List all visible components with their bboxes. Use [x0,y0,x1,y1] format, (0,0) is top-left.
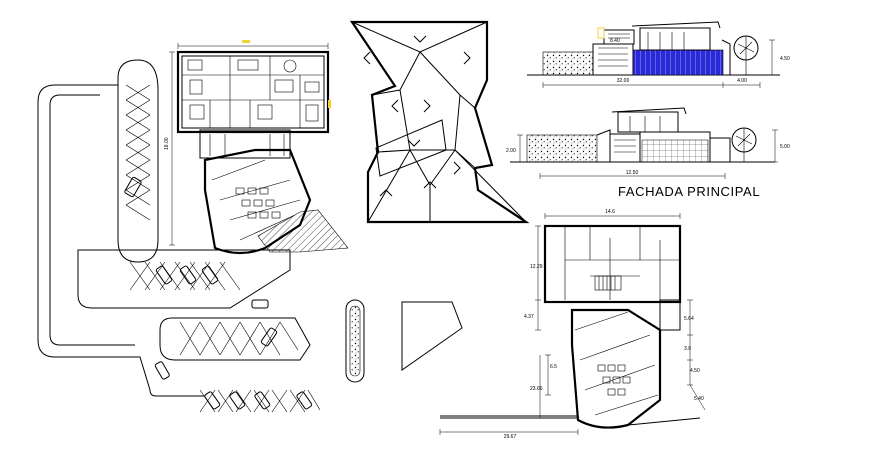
car-icon [251,299,269,309]
roof-plan [349,20,530,224]
yellow-marker [242,40,250,43]
pentagon-outline [401,301,463,371]
stair [594,275,622,291]
dim-plan-left-c: 6.5 [550,364,557,370]
teller-desks [235,187,281,219]
elevation-top: 32.00 4.00 4.50 8.40 [527,21,790,88]
access-road-inner [49,94,135,346]
parking-strip-north [117,59,159,263]
car-icon [229,391,246,410]
car-icon [124,176,142,198]
dim-plan-right-c: 4.50 [690,368,700,374]
car-icon [179,265,197,285]
dim-elev1-width: 32.00 [617,78,630,84]
stone-wall [542,51,594,76]
access-road-outer [37,78,205,397]
car-icon [201,265,219,285]
parking-lot-west [77,249,291,309]
dim-elev1-side: 4.00 [737,78,747,84]
entrance-plaza [257,209,349,253]
dim-plan-left-a: 12.29 [530,264,543,270]
elevation-title: FACHADA PRINCIPAL [618,184,760,199]
car-icon [155,265,173,285]
glazed-facade [632,49,724,76]
parking-stalls-west [129,261,241,291]
dim-elev2-height: 5.00 [780,144,790,150]
parking-lot-south [159,317,311,361]
banking-hall [203,148,312,255]
lobby [199,129,291,159]
dim-plan-right-b: 3.9 [684,346,691,352]
office-wing [543,224,682,304]
car-icon [254,391,271,410]
dim-elev2-width: 12.50 [626,170,639,176]
roof-outline [349,20,530,224]
detail-floor-plan: 14.6 12.29 4.37 6.5 23.66 29.67 5.64 3.9 [439,209,706,440]
parking-row-lower [154,361,321,413]
furniture [187,59,320,122]
yellow-marker [328,100,331,108]
slope-arrows [363,35,471,197]
elevation-main: 12.50 2.00 5.00 FACHADA PRINCIPAL [506,107,790,199]
parking-stalls-north [124,84,151,221]
stone-wall [526,134,598,163]
dim-plan-top: 14.6 [605,209,615,215]
car-icon [154,361,170,380]
dim-site-height: 18.00 [164,137,170,150]
upper-volume [617,111,679,133]
teller-desks [597,364,631,396]
banking-hall [570,308,662,429]
dim-plan-left-d: 23.66 [530,386,543,392]
roof-ridge-box [375,119,447,177]
building-floor-plan: 18.00 [164,40,349,255]
tree-icon [731,127,757,162]
dim-elev1-top: 8.40 [610,38,620,44]
dim-plan-bottom: 29.67 [504,434,517,440]
car-icon [260,327,278,347]
dim-elev1-height: 4.50 [780,56,790,62]
office-wing [176,50,330,134]
site-plan: 18.00 [37,40,463,413]
tree-icon [733,35,759,75]
dim-plan-left-b: 4.37 [524,314,534,320]
dim-plan-right-a: 5.64 [684,316,694,322]
dim-elev2-side: 2.00 [506,148,516,154]
yellow-marker [597,27,605,39]
car-icon [204,391,221,410]
dim-plan-right-d: 5.40 [694,396,704,402]
planter-island [345,299,365,383]
upper-volume [639,27,711,51]
car-icon [296,391,313,410]
parking-stalls-south [179,299,299,356]
